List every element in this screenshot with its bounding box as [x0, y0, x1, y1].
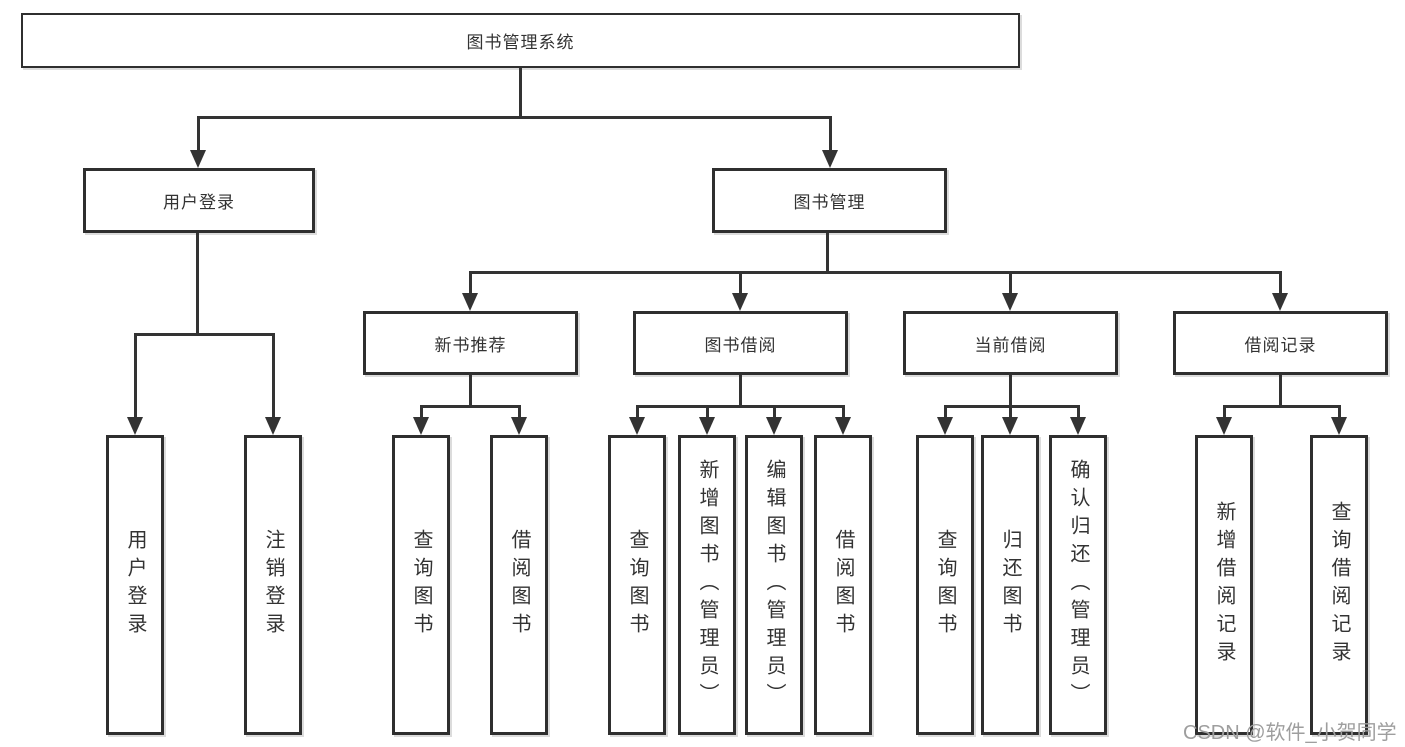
connector-line [1338, 405, 1341, 419]
connector-line [518, 405, 521, 419]
leaf-confirm-return-admin: 确认归还（管理员） [1049, 435, 1107, 735]
leaf-query-borrow-record: 查询借阅记录 [1310, 435, 1368, 735]
connector-line [1223, 405, 1341, 408]
arrow-head [822, 150, 838, 168]
connector-line [134, 333, 275, 336]
connector-line [739, 375, 742, 408]
arrow-head [1002, 293, 1018, 311]
arrow-head [766, 417, 782, 435]
connector-line [829, 116, 832, 152]
connector-line [469, 271, 1282, 274]
leaf-query-books-recommend: 查询图书 [392, 435, 450, 735]
connector-line [1279, 375, 1282, 408]
node-user-login: 用户登录 [83, 168, 315, 233]
connector-line [196, 233, 199, 335]
connector-line [636, 405, 845, 408]
leaf-add-books-admin: 新增图书（管理员） [678, 435, 736, 735]
connector-line [272, 333, 275, 418]
arrow-head [1070, 417, 1086, 435]
arrow-head [413, 417, 429, 435]
arrow-head [511, 417, 527, 435]
connector-line [469, 375, 472, 408]
node-borrow-records: 借阅记录 [1173, 311, 1388, 375]
leaf-query-books-current: 查询图书 [916, 435, 974, 735]
connector-line [842, 405, 845, 419]
connector-line [826, 233, 829, 274]
arrow-head [1272, 293, 1288, 311]
node-current-borrow: 当前借阅 [903, 311, 1118, 375]
connector-line [944, 405, 1080, 408]
arrow-head [1331, 417, 1347, 435]
connector-line [519, 68, 522, 118]
connector-line [706, 405, 709, 419]
node-book-management: 图书管理 [712, 168, 947, 233]
node-new-book-recommend: 新书推荐 [363, 311, 578, 375]
leaf-borrow-books-recommend: 借阅图书 [490, 435, 548, 735]
leaf-borrow-books: 借阅图书 [814, 435, 872, 735]
leaf-add-borrow-record: 新增借阅记录 [1195, 435, 1253, 735]
arrow-head [699, 417, 715, 435]
leaf-query-books-borrow: 查询图书 [608, 435, 666, 735]
connector-line [1009, 271, 1012, 295]
connector-line [739, 271, 742, 295]
leaf-logout: 注销登录 [244, 435, 302, 735]
connector-line [636, 405, 639, 419]
connector-line [1009, 375, 1012, 408]
leaf-user-login: 用户登录 [106, 435, 164, 735]
connector-line [420, 405, 521, 408]
connector-line [197, 116, 200, 152]
watermark: CSDN @软件_小贺同学 [1183, 722, 1397, 744]
arrow-head [835, 417, 851, 435]
arrow-head [127, 417, 143, 435]
connector-line [1009, 405, 1012, 419]
connector-line [944, 405, 947, 419]
arrow-head [1216, 417, 1232, 435]
arrow-head [629, 417, 645, 435]
arrow-head [265, 417, 281, 435]
connector-line [773, 405, 776, 419]
node-book-borrow: 图书借阅 [633, 311, 848, 375]
arrow-head [462, 293, 478, 311]
connector-line [420, 405, 423, 419]
arrow-head [1002, 417, 1018, 435]
leaf-edit-books-admin: 编辑图书（管理员） [745, 435, 803, 735]
connector-line [1223, 405, 1226, 419]
arrow-head [190, 150, 206, 168]
node-root-library-system: 图书管理系统 [21, 13, 1020, 68]
connector-line [197, 116, 831, 119]
connector-line [1279, 271, 1282, 295]
leaf-return-books: 归还图书 [981, 435, 1039, 735]
arrow-head [732, 293, 748, 311]
connector-line [1077, 405, 1080, 419]
connector-line [469, 271, 472, 295]
arrow-head [937, 417, 953, 435]
connector-line [134, 333, 137, 418]
